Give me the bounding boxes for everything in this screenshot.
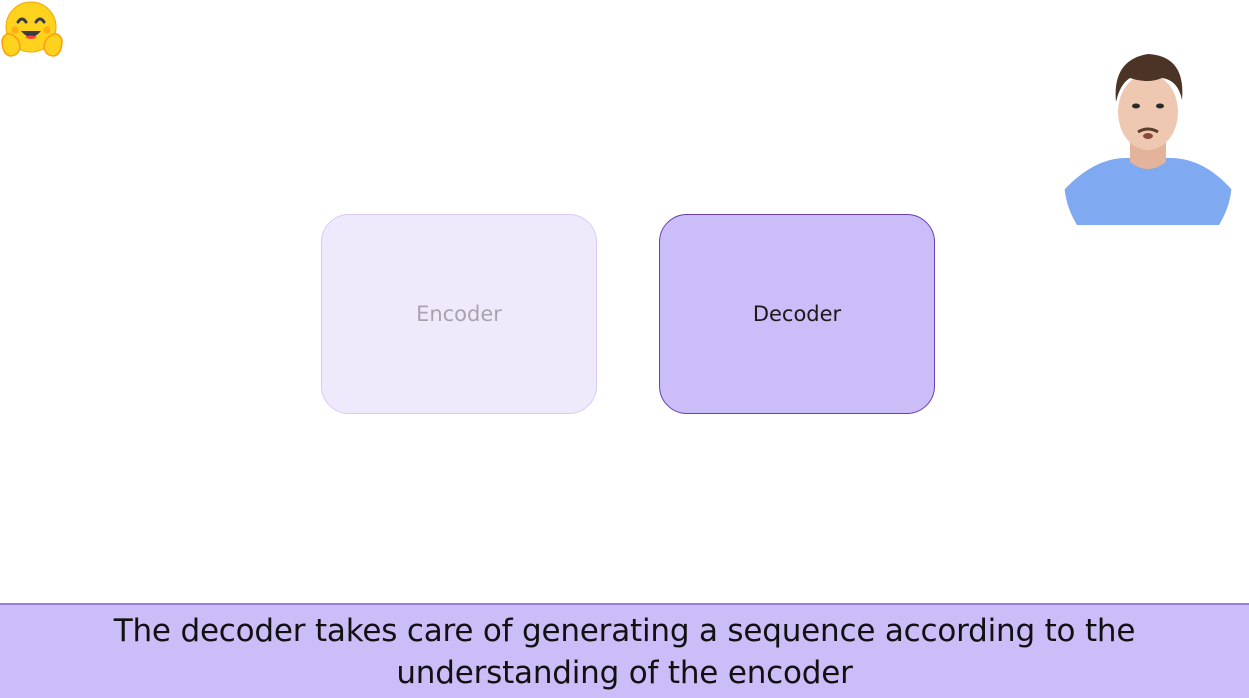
hugging-face-emoji-icon <box>1 1 63 57</box>
decoder-label: Decoder <box>752 302 842 326</box>
encoder-label: Encoder <box>416 302 502 326</box>
subtitle-text: The decoder takes care of generating a s… <box>113 612 1136 691</box>
decoder-block: Decoder <box>659 214 935 414</box>
encoder-block: Encoder <box>321 214 597 414</box>
presenter-webcam-icon <box>1064 54 1232 225</box>
subtitle-bar: The decoder takes care of generating a s… <box>0 603 1249 698</box>
